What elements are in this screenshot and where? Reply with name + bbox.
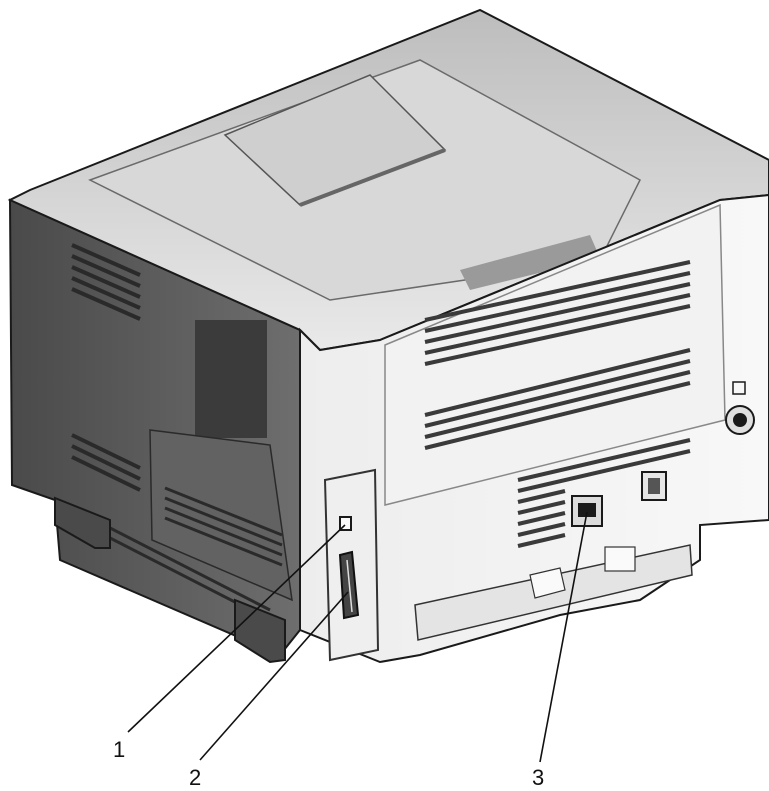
callout-lines (127, 511, 588, 763)
printer-foot-right (234, 598, 286, 664)
callout-line-2 (199, 591, 349, 761)
rear-vent-middle (424, 348, 691, 450)
usb-port-icon (339, 516, 352, 531)
printer-rear-panel (299, 193, 769, 664)
power-socket-icon (571, 495, 603, 527)
side-vent-grid (195, 320, 267, 438)
callout-number-2: 2 (189, 765, 201, 790)
side-access-panel (149, 429, 293, 602)
printer-foot-left (54, 496, 111, 549)
callout-line-1 (127, 524, 346, 733)
side-vent-top-left (71, 243, 141, 321)
printer-top-cover (7, 8, 769, 352)
power-switch-icon (641, 471, 667, 501)
side-vent-bottom-left (71, 433, 141, 492)
callout-number-3: 3 (532, 765, 544, 790)
callout-line-3 (539, 511, 588, 763)
lock-slot-icon (725, 381, 755, 435)
callout-number-1: 1 (113, 737, 125, 762)
rear-vent-bottom (517, 438, 691, 548)
rear-vent-top (424, 260, 691, 366)
